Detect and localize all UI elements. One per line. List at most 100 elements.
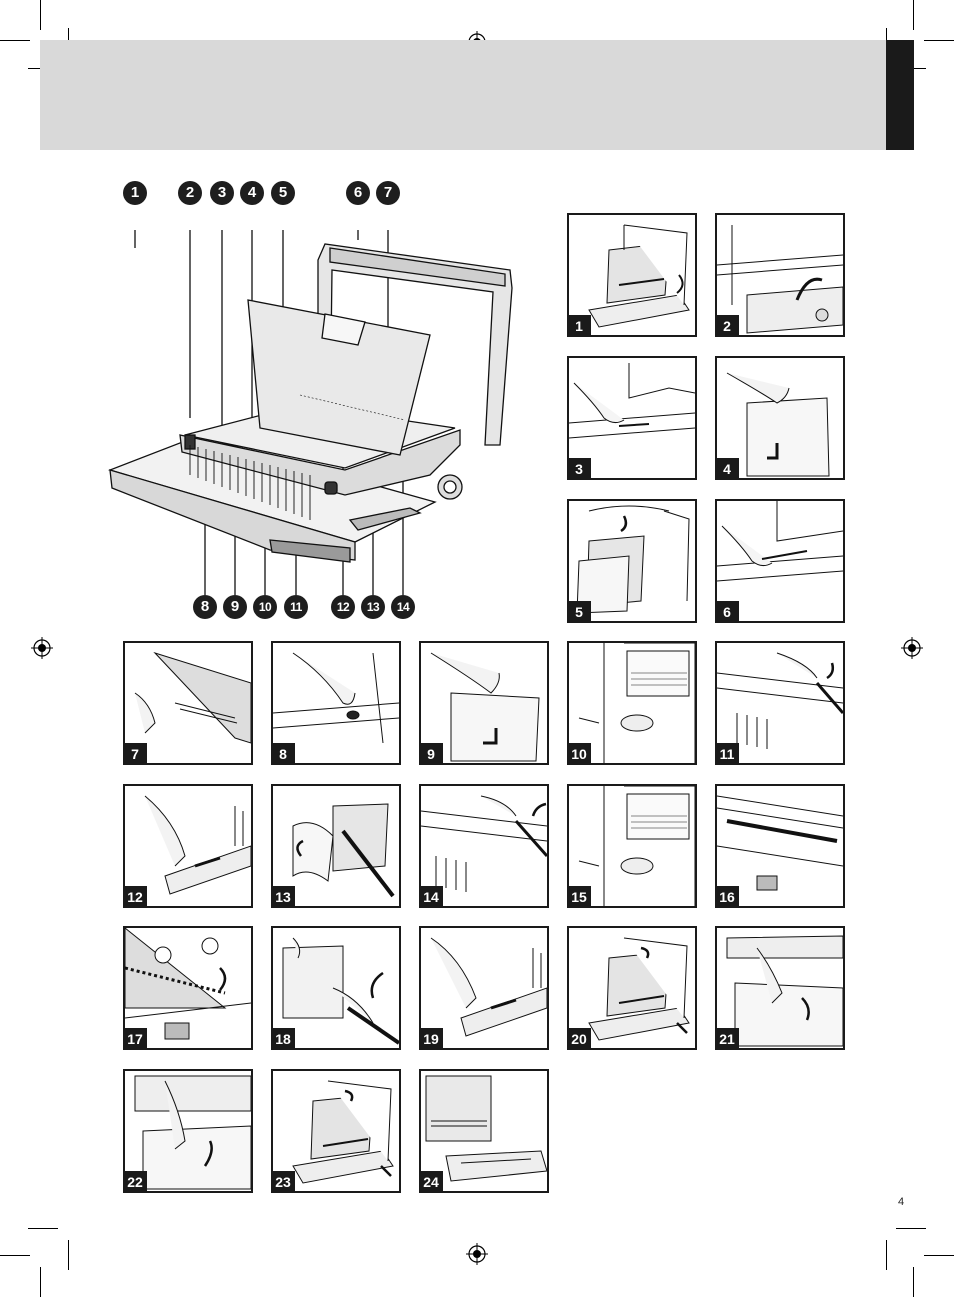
registration-mark-icon — [901, 637, 923, 659]
step-6-panel: 6 — [715, 499, 845, 623]
crop-mark — [40, 0, 41, 30]
callout-5: 5 — [271, 181, 295, 205]
page-number: 4 — [898, 1196, 905, 1208]
crop-mark — [40, 1267, 41, 1297]
registration-mark-icon — [31, 637, 53, 659]
binder-open-cover-icon — [588, 937, 690, 1041]
step-17-panel: 17 — [123, 926, 253, 1050]
callout-4: 4 — [240, 181, 264, 205]
step-number: 21 — [717, 1028, 739, 1048]
step-19-panel: 19 — [419, 926, 549, 1050]
crop-mark — [68, 1240, 69, 1270]
crop-mark — [896, 1228, 926, 1229]
step-9-panel: 9 — [419, 641, 549, 765]
hand-adjust-guide-icon — [569, 363, 695, 439]
step-8-panel: 8 — [271, 641, 401, 765]
hand-fold-up-icon — [134, 1075, 251, 1190]
registration-mark-icon — [466, 1243, 488, 1265]
hand-adjust-guide-icon — [717, 501, 843, 582]
callout-12: 12 — [331, 595, 355, 619]
hand-lever-pull-icon — [717, 652, 843, 749]
step-15-panel: 15 — [567, 784, 697, 908]
step-number: 4 — [717, 458, 739, 478]
callout-10: 10 — [253, 595, 277, 619]
callout-8: 8 — [193, 595, 217, 619]
hand-comb-teeth-icon — [134, 651, 251, 744]
crop-mark — [924, 40, 954, 41]
step-number: 13 — [273, 886, 295, 906]
callout-14: 14 — [391, 595, 415, 619]
step-number: 16 — [717, 886, 739, 906]
step-number: 17 — [125, 1028, 147, 1048]
crop-mark — [0, 1255, 30, 1256]
callout-2: 2 — [178, 181, 202, 205]
hand-lever-push-icon — [421, 795, 547, 892]
step-22-panel: 22 — [123, 1069, 253, 1193]
step-number: 18 — [273, 1028, 295, 1048]
comb-rotate-icon — [125, 928, 251, 1040]
hand-insert-paper-icon — [430, 652, 540, 762]
binder-open-cover-icon — [588, 224, 690, 328]
callout-1: 1 — [123, 181, 147, 205]
crop-mark — [28, 1228, 58, 1229]
step-3-panel: 3 — [567, 356, 697, 480]
step-number: 24 — [421, 1171, 443, 1191]
step-number: 7 — [125, 743, 147, 763]
step-number: 10 — [569, 743, 591, 763]
hand-fold-down-icon — [726, 935, 843, 1047]
callout-6: 6 — [346, 181, 370, 205]
crop-mark — [0, 40, 30, 41]
step-2-panel: 2 — [715, 213, 845, 337]
header-band — [40, 40, 888, 150]
hand-press-knob-icon — [273, 652, 399, 744]
step-14-panel: 14 — [419, 784, 549, 908]
step-number: 15 — [569, 886, 591, 906]
hand-flip-pages-icon — [292, 803, 395, 898]
callout-13: 13 — [361, 595, 385, 619]
step-10-panel: 10 — [567, 641, 697, 765]
step-number: 5 — [569, 601, 591, 621]
binder-open-cover-icon — [292, 1080, 394, 1184]
callout-3: 3 — [210, 181, 234, 205]
step-16-panel: 16 — [715, 784, 845, 908]
binding-machine-illustration — [107, 230, 513, 595]
hand-slide-knob-icon — [144, 795, 251, 895]
binder-lever-raise-icon — [717, 225, 843, 334]
callout-7: 7 — [376, 181, 400, 205]
crop-mark — [913, 0, 914, 30]
callout-11: 11 — [284, 595, 308, 619]
step-21-panel: 21 — [715, 926, 845, 1050]
crop-mark — [924, 1255, 954, 1256]
step-20-panel: 20 — [567, 926, 697, 1050]
language-tab — [886, 40, 914, 150]
step-7-panel: 7 — [123, 641, 253, 765]
step-23-panel: 23 — [271, 1069, 401, 1193]
hand-lever-pull-icon — [282, 937, 399, 1045]
step-12-panel: 12 — [123, 784, 253, 908]
diameter-gauge-icon — [578, 643, 695, 763]
step-4-panel: 4 — [715, 356, 845, 480]
step-number: 19 — [421, 1028, 443, 1048]
binder-folded-icon — [425, 1075, 547, 1182]
step-number: 22 — [125, 1171, 147, 1191]
hand-insert-paper-icon — [726, 372, 830, 477]
crop-mark — [913, 1267, 914, 1297]
step-number: 14 — [421, 886, 443, 906]
step-number: 12 — [125, 886, 147, 906]
step-number: 11 — [717, 743, 739, 763]
step-5-panel: 5 — [567, 499, 697, 623]
comb-channel-icon — [717, 795, 843, 891]
diameter-gauge-icon — [578, 786, 695, 906]
step-24-panel: 24 — [419, 1069, 549, 1193]
callout-9: 9 — [223, 595, 247, 619]
step-number: 1 — [569, 315, 591, 335]
step-number: 6 — [717, 601, 739, 621]
hand-slide-knob-icon — [430, 937, 547, 1037]
step-13-panel: 13 — [271, 784, 401, 908]
step-number: 3 — [569, 458, 591, 478]
step-18-panel: 18 — [271, 926, 401, 1050]
step-11-panel: 11 — [715, 641, 845, 765]
binder-cover-close-icon — [576, 505, 690, 614]
step-number: 8 — [273, 743, 295, 763]
step-1-panel: 1 — [567, 213, 697, 337]
